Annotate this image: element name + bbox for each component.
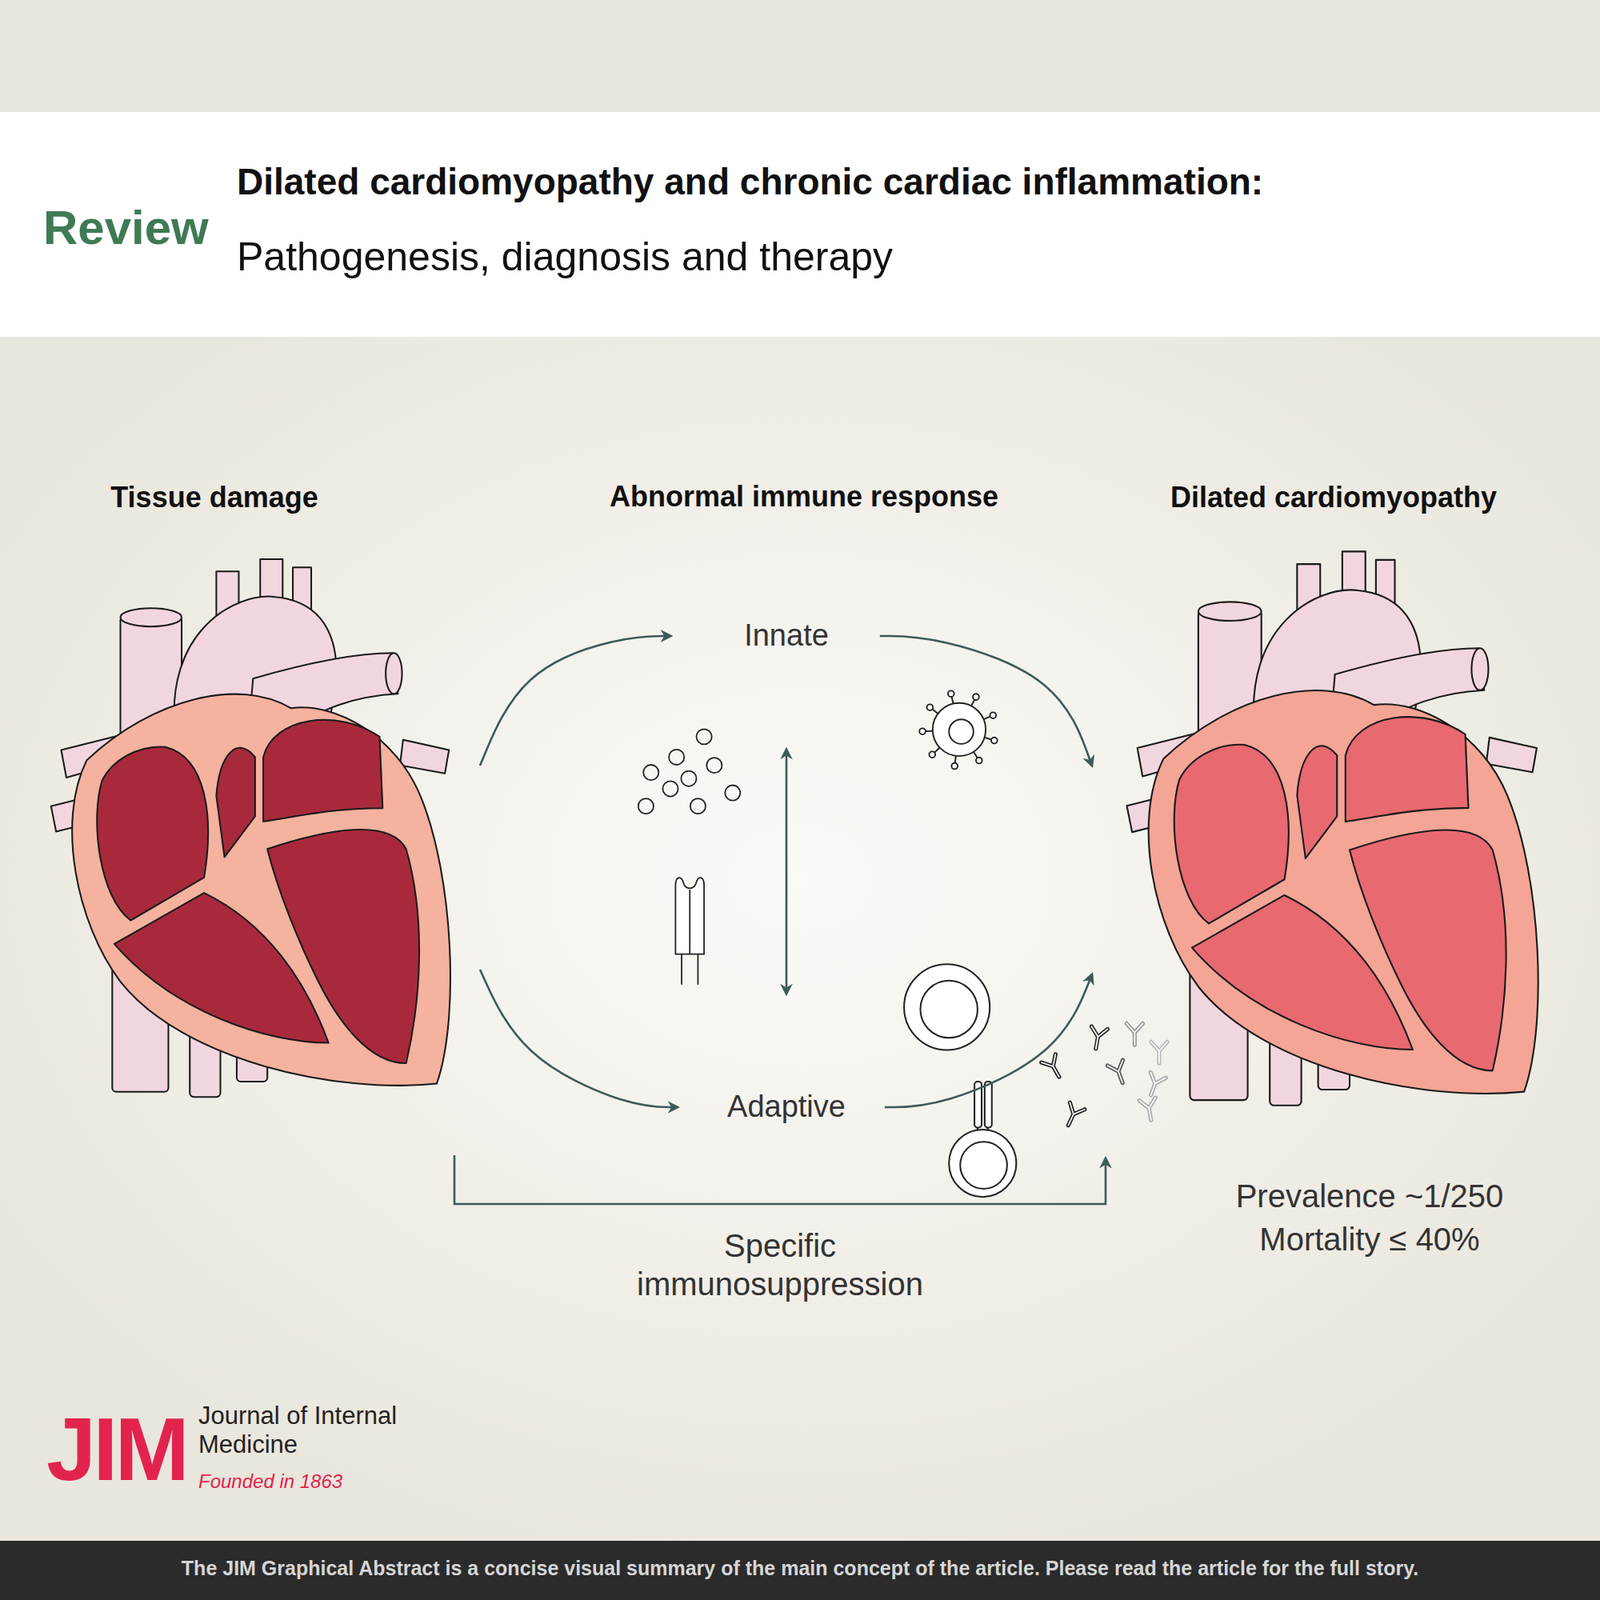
journal-name: Journal of Internal Medicine: [198, 1401, 427, 1459]
edge-label: Specific immunosuppression: [612, 1226, 948, 1304]
node-heading: Dilated cardiomyopathy: [1170, 480, 1497, 515]
connector-arrow: [785, 749, 788, 994]
statistic: Prevalence ~1/250: [1236, 1177, 1504, 1215]
title-band: [0, 112, 1600, 337]
journal-founded: Founded in 1863: [198, 1470, 343, 1493]
title: Dilated cardiomyopathy and chronic cardi…: [236, 160, 1264, 204]
statistic: Mortality ≤ 40%: [1259, 1220, 1480, 1258]
connector-arrow: [880, 636, 1092, 766]
lymphocyte: [904, 964, 990, 1050]
heart-node: Tissue damage: [45, 551, 449, 1097]
immune-branch: Innate: [740, 614, 832, 658]
node-label: Innate: [744, 617, 829, 655]
connector-arrow: [454, 1155, 1106, 1204]
footer-band: [0, 1540, 1600, 1600]
cytokines: [638, 728, 741, 814]
node-label: Adaptive: [727, 1088, 846, 1126]
antibodies: [1041, 1023, 1168, 1129]
dendritic-cell: [919, 690, 997, 769]
immune-branch: Adaptive: [724, 1085, 849, 1129]
connector-arrow: [884, 974, 1092, 1108]
subtitle: Pathogenesis, diagnosis and therapy: [236, 234, 893, 281]
section-tag: Review: [43, 200, 209, 256]
footer-note: The JIM Graphical Abstract is a concise …: [181, 1556, 1419, 1580]
connector-arrow: [480, 969, 678, 1108]
connector-arrow: [480, 636, 671, 766]
journal-logo: JIM: [46, 1398, 187, 1502]
heart-illustration: [51, 559, 451, 1097]
main-panel: [0, 336, 1600, 1541]
column-heading: Abnormal immune response: [609, 480, 999, 513]
node-heading: Tissue damage: [110, 480, 318, 515]
receptor-symbol: [675, 877, 704, 985]
heart-node: Dilated cardiomyopathy: [1127, 551, 1546, 1097]
b-cell: [948, 1081, 1016, 1197]
heart-illustration: [1127, 551, 1539, 1105]
